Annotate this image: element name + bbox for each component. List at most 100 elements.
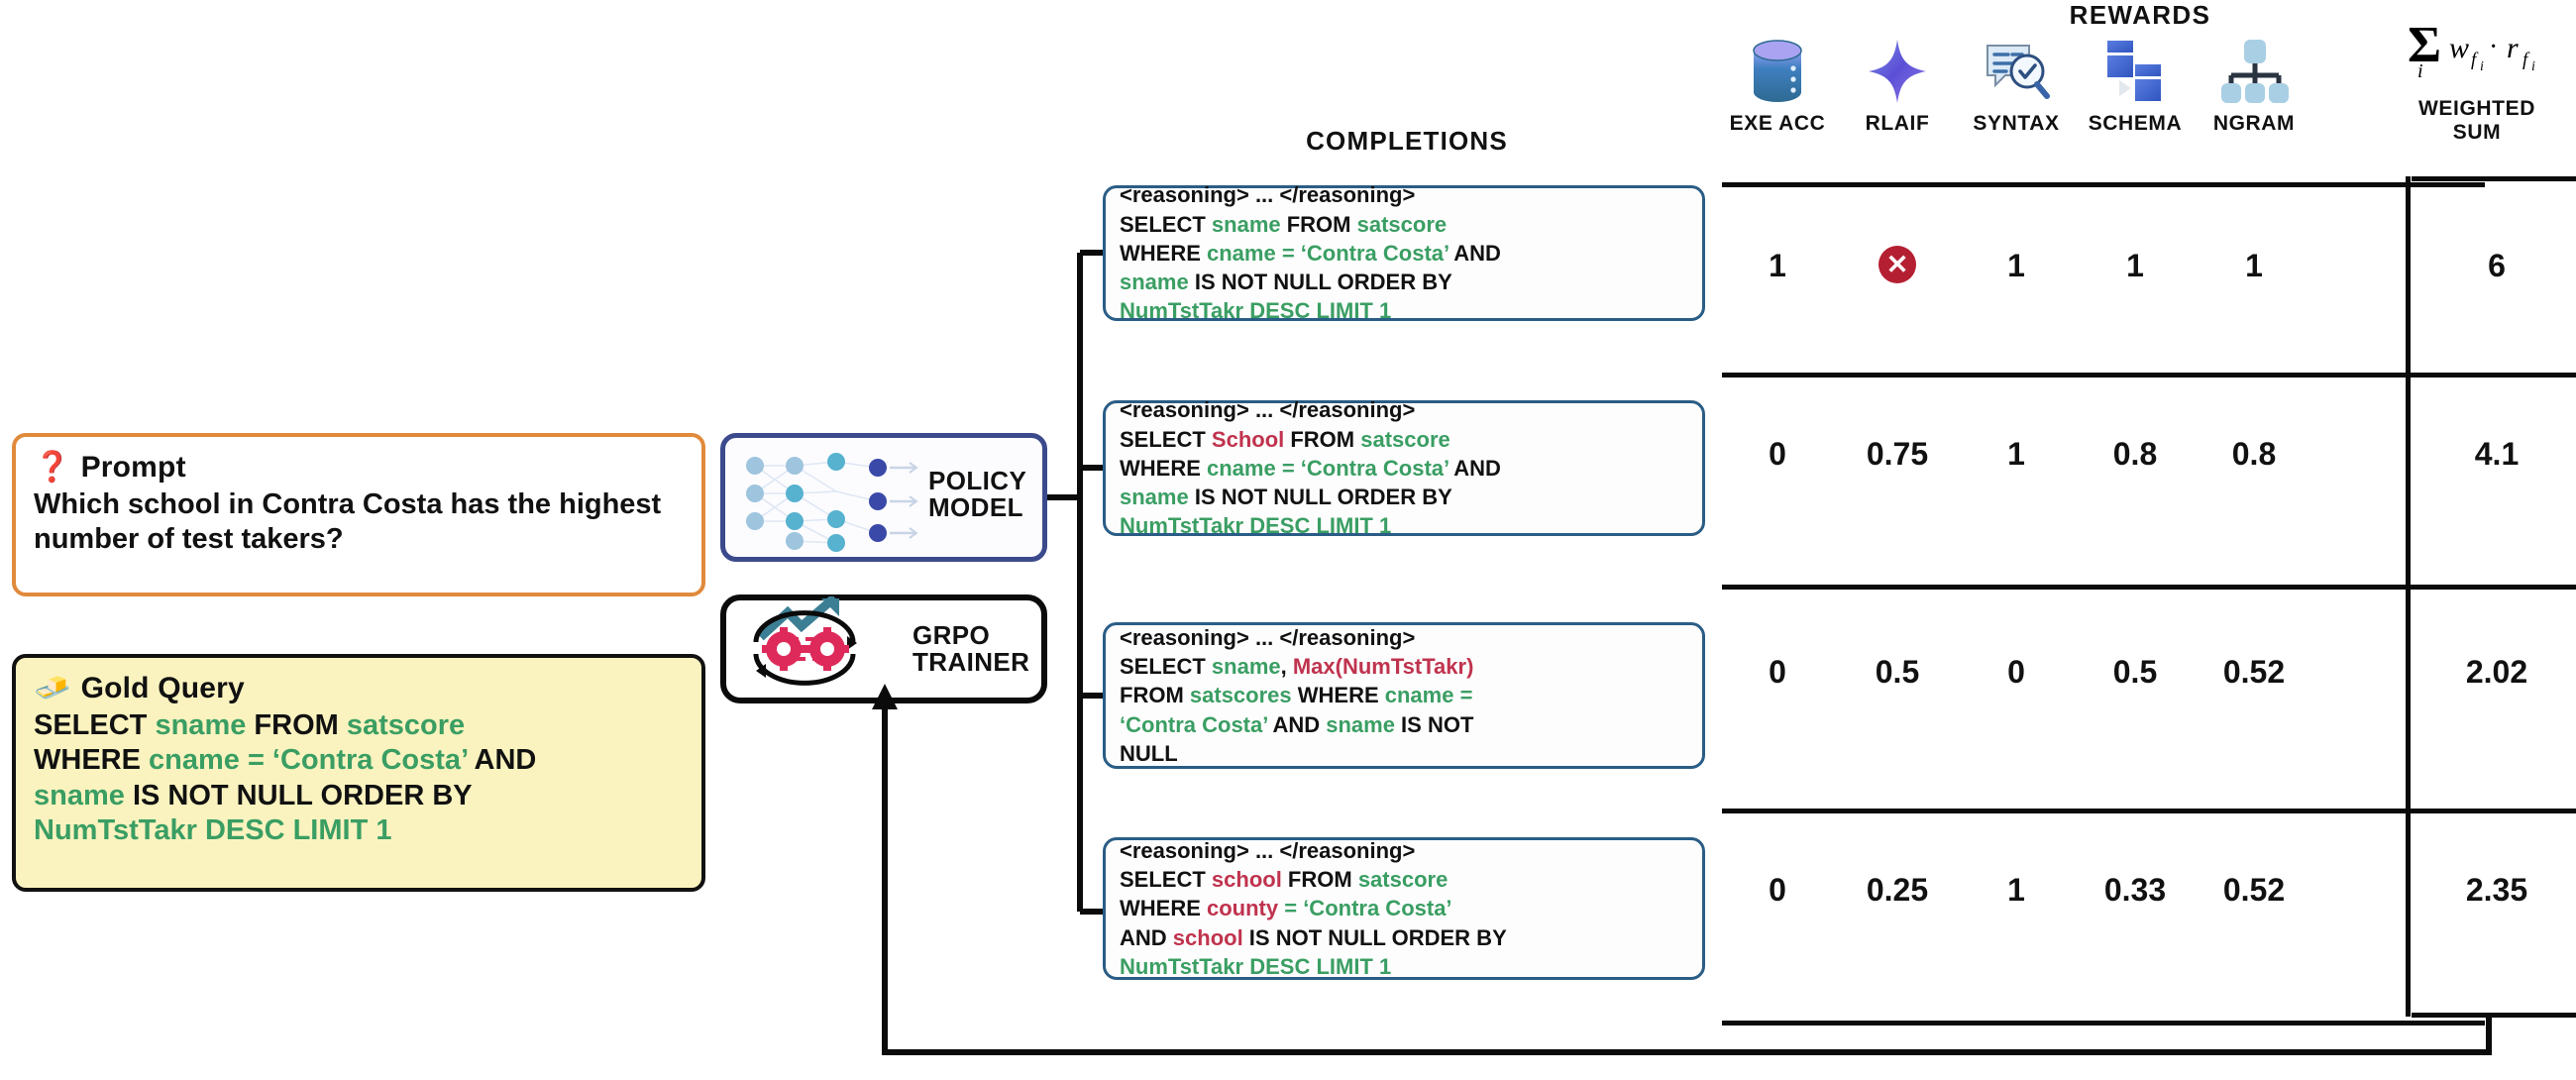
sql-token: WHERE <box>34 744 149 777</box>
completion-reasoning-tag: <reasoning> ... </reasoning> <box>1120 837 1416 863</box>
sql-token: = ‘Contra Costa’ <box>1284 896 1452 921</box>
sql-token: ‘Contra Costa’ <box>1120 711 1273 737</box>
reward-cell: 0.5 <box>1875 654 1920 690</box>
svg-text:i: i <box>2531 59 2535 74</box>
reward-cell: 0.52 <box>2222 654 2286 690</box>
completion-reasoning-tag: <reasoning> ... </reasoning> <box>1120 182 1416 208</box>
sql-token: satscore <box>1356 211 1448 237</box>
svg-text:f: f <box>2522 50 2530 70</box>
sql-token: AND <box>1272 711 1327 737</box>
completion-box: <reasoning> ... </reasoning> SELECT snam… <box>1103 622 1705 769</box>
reward-column-rlaif: RLAIF <box>1838 35 1957 136</box>
database-icon <box>1718 35 1837 108</box>
sql-token: WHERE <box>1297 683 1385 708</box>
sql-token: cname = ‘Contra Costa’ <box>149 744 475 777</box>
sql-token: IS NOT NULL ORDER BY <box>1194 270 1452 295</box>
weighted-sum-cell: 4.1 <box>2474 436 2520 472</box>
svg-text:w: w <box>2449 32 2469 64</box>
weighted-sum-formula: Σ i w f i · r f i <box>2378 17 2576 91</box>
sql-token: AND <box>1453 455 1501 481</box>
gears-cycle-icon <box>736 594 885 704</box>
sql-token: cname = ‘Contra Costa’ <box>1207 455 1454 481</box>
reward-cell: 0.8 <box>2231 436 2277 472</box>
sql-token: NumTstTakr DESC LIMIT 1 <box>1120 953 1392 979</box>
completions-heading: COMPLETIONS <box>1306 126 1508 156</box>
reward-cell: 0.25 <box>1866 872 1929 908</box>
sql-token: sname <box>1211 211 1287 237</box>
sql-token: cname = <box>1384 683 1473 708</box>
svg-text:f: f <box>2471 50 2479 70</box>
svg-text:i: i <box>2480 59 2484 74</box>
sql-token: IS NOT NULL ORDER BY <box>132 779 473 811</box>
sql-token: NULL <box>1120 740 1178 766</box>
reward-cell: 0.5 <box>2112 654 2158 690</box>
reward-cell: 0 <box>2007 654 2025 690</box>
grpo-trainer-label: GRPO TRAINER <box>912 620 1030 678</box>
weighted-sum-header: Σ i w f i · r f i WEIGHTED SUM <box>2378 17 2576 145</box>
weighted-sum-cell: 6 <box>2488 248 2506 283</box>
sql-token: SELECT <box>1120 426 1212 452</box>
reward-column-schema: SCHEMA <box>2076 35 2195 136</box>
sql-token: sname <box>1120 485 1195 510</box>
weighted-sum-rule <box>2412 809 2576 813</box>
sql-token: FROM <box>1120 683 1190 708</box>
policy-model-label: POLICY MODEL <box>928 466 1027 523</box>
sparkle-icon <box>1838 35 1957 108</box>
sql-token: School <box>1211 426 1291 452</box>
sql-token: county <box>1207 896 1285 921</box>
sql-token: NumTstTakr DESC LIMIT 1 <box>1120 298 1392 324</box>
reward-cell: 1 <box>2245 248 2263 283</box>
sql-token: SELECT <box>1120 654 1212 680</box>
gold-query-title: 🧈 Gold Query <box>34 672 684 704</box>
gold-bar-icon: 🧈 <box>34 671 71 704</box>
policy-model-block: POLICY MODEL <box>720 433 1047 562</box>
reward-column-label: EXE ACC <box>1729 112 1826 135</box>
weighted-sum-cell: 2.02 <box>2465 654 2528 690</box>
reward-column-label: SCHEMA <box>2088 112 2183 135</box>
completion-sql: SELECT sname, Max(NumTstTakr)FROM satsco… <box>1120 652 1688 768</box>
sql-token: school <box>1211 867 1288 893</box>
sql-token: AND <box>474 744 537 777</box>
reward-cell: 0 <box>1769 436 1786 472</box>
completion-reasoning-tag: <reasoning> ... </reasoning> <box>1120 624 1416 650</box>
reward-column-exe-acc: EXE ACC <box>1718 35 1837 136</box>
sql-token: AND <box>1453 240 1501 266</box>
reward-cell: 0 <box>1769 872 1786 908</box>
sql-token: SELECT <box>1120 867 1212 893</box>
sql-token: FROM <box>254 709 347 741</box>
weighted-sum-rule <box>2412 1013 2576 1018</box>
sql-token: sname <box>1211 654 1281 680</box>
sql-token: NumTstTakr DESC LIMIT 1 <box>34 814 392 847</box>
weighted-sum-cell: 2.35 <box>2465 872 2528 908</box>
reward-cell: 0.33 <box>2103 872 2167 908</box>
reward-cell: 0.8 <box>2112 436 2158 472</box>
sql-token: WHERE <box>1120 896 1207 921</box>
completion-reasoning-tag: <reasoning> ... </reasoning> <box>1120 397 1416 423</box>
sql-token: school <box>1172 924 1249 950</box>
reward-cell: 0.75 <box>1866 436 1929 472</box>
reward-cell: 1 <box>2007 872 2025 908</box>
sql-token: sname <box>155 709 255 741</box>
completion-box: <reasoning> ... </reasoning> SELECT Scho… <box>1103 397 1705 538</box>
reward-column-ngram: NGRAM <box>2195 35 2313 136</box>
weighted-sum-rule <box>2412 373 2576 378</box>
sql-token: sname <box>1120 270 1195 295</box>
sql-token: sname <box>34 779 133 811</box>
reward-column-syntax: SYNTAX <box>1957 35 2076 136</box>
table-rule <box>1722 373 2485 378</box>
reward-cell: 1 <box>2126 248 2144 283</box>
sql-token: SELECT <box>34 709 156 741</box>
reward-cell: 0.52 <box>2222 872 2286 908</box>
reward-column-label: NGRAM <box>2212 112 2296 135</box>
sql-token: FROM <box>1290 426 1361 452</box>
weighted-sum-label: WEIGHTED SUM <box>2418 97 2535 145</box>
table-rule <box>1722 182 2485 187</box>
prompt-title: ❓ Prompt <box>34 451 684 484</box>
weighted-sum-divider <box>2406 176 2411 1017</box>
reward-cell: 1 <box>2007 248 2025 283</box>
prompt-title-label: Prompt <box>80 451 186 484</box>
table-rule <box>1722 809 2485 813</box>
question-mark-icon: ❓ <box>34 450 71 484</box>
